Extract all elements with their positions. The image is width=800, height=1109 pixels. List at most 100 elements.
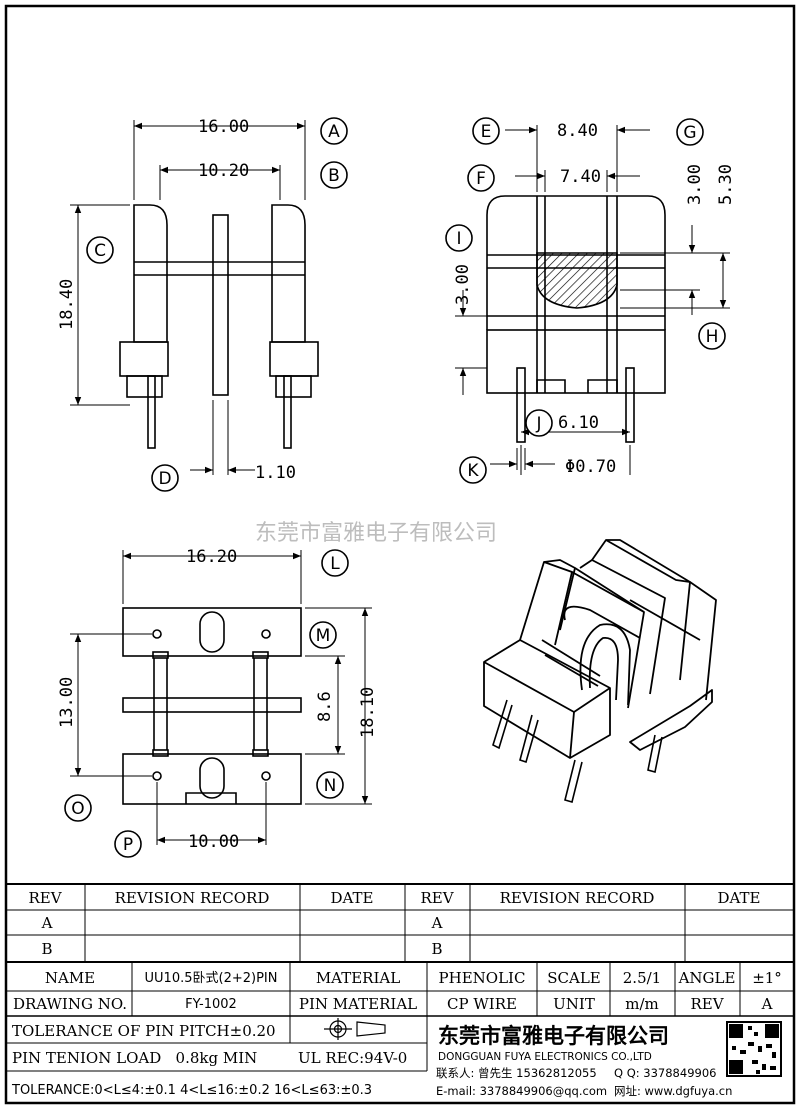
label-m-text: M <box>316 626 331 646</box>
label-i-text: I <box>456 229 461 249</box>
company-name: 东莞市富雅电子有限公司 <box>438 1024 669 1048</box>
unit-label: UNIT <box>553 995 595 1013</box>
date-header-right: DATE <box>718 889 761 907</box>
isometric-pins <box>492 699 663 803</box>
label-l-text: L <box>330 554 340 574</box>
label-h <box>698 322 726 350</box>
dim-side-pin-dia: Φ0.70 <box>565 457 616 477</box>
dim-side-lower: 3.00 <box>453 264 473 305</box>
label-b-text: B <box>328 166 340 186</box>
drawing-no-value: FY-1002 <box>185 997 237 1012</box>
drawing-no-label: DRAWING NO. <box>13 995 127 1013</box>
label-p <box>114 830 142 858</box>
label-n <box>316 771 344 799</box>
label-d <box>151 464 179 492</box>
ul-rec: UL REC:94V-0 <box>298 1049 407 1067</box>
tolerance-pitch: TOLERANCE OF PIN PITCH±0.20 <box>12 1022 276 1040</box>
dim-side-top: 8.40 <box>557 121 598 141</box>
label-d-text: D <box>158 469 171 489</box>
tolerance-ranges: TOLERANCE:0<L≤4:±0.1 4<L≤16:±0.2 16<L≤63… <box>11 1083 372 1098</box>
rev-row-a-right: A <box>431 914 443 932</box>
dim-front-inner-width: 10.20 <box>198 161 249 181</box>
label-g-text: G <box>683 123 696 143</box>
rev-header-right: REV <box>420 889 454 907</box>
dim-side-inner: 7.40 <box>560 167 601 187</box>
label-f <box>467 164 495 192</box>
label-k-text: K <box>467 461 479 481</box>
watermark-text: 东莞市富雅电子有限公司 <box>255 521 497 546</box>
front-view-dimensions <box>70 120 306 475</box>
label-e <box>472 117 500 145</box>
label-g <box>676 118 704 146</box>
label-o-text: O <box>71 799 84 819</box>
label-i <box>445 224 473 252</box>
revision-record-header-left: REVISION RECORD <box>115 889 270 907</box>
label-c-text: C <box>94 241 106 261</box>
material-label: MATERIAL <box>316 969 400 987</box>
angle-value: ±1° <box>752 969 782 987</box>
dim-bottom-pitch-y: 13.00 <box>57 677 77 728</box>
rev-row-b-left: B <box>41 940 52 958</box>
label-n-text: N <box>324 776 337 796</box>
label-j-text: J <box>535 414 541 434</box>
side-section-hatch <box>536 252 618 309</box>
label-a <box>320 117 348 145</box>
circle-labels <box>64 117 726 858</box>
label-f-text: F <box>476 169 486 189</box>
dim-front-flange: 1.10 <box>255 463 296 483</box>
material-value: PHENOLIC <box>439 969 526 987</box>
dim-front-height: 18.40 <box>57 279 77 330</box>
dim-bottom-pitch-x: 10.00 <box>188 832 239 852</box>
company-qq: Q Q: 3378849906 <box>614 1066 716 1080</box>
dim-side-depth: 5.30 <box>716 164 736 205</box>
company-english: DONGGUAN FUYA ELECTRONICS CO.,LTD <box>438 1051 652 1063</box>
bottom-view <box>122 607 302 805</box>
side-view-dimensions <box>455 125 730 475</box>
rev-label: REV <box>690 995 724 1013</box>
side-view <box>486 195 666 443</box>
angle-label: ANGLE <box>678 969 736 987</box>
dim-side-pin-span: 6.10 <box>558 413 599 433</box>
rev-value: A <box>761 995 773 1013</box>
name-label: NAME <box>45 969 95 987</box>
dim-bottom-total-y: 18.10 <box>358 687 378 738</box>
unit-value: m/m <box>625 995 659 1013</box>
front-view <box>119 204 319 449</box>
dim-bottom-width: 16.20 <box>186 547 237 567</box>
label-a-text: A <box>328 122 340 142</box>
pin-material-value: CP WIRE <box>447 995 517 1013</box>
qr-code <box>726 1021 782 1077</box>
revision-record-header-right: REVISION RECORD <box>500 889 655 907</box>
dim-bottom-inner: 8.6 <box>315 691 335 722</box>
scale-value: 2.5/1 <box>623 969 661 987</box>
rev-row-a-left: A <box>41 914 53 932</box>
rev-row-b-right: B <box>431 940 442 958</box>
label-k <box>459 456 487 484</box>
bottom-view-dimensions <box>70 550 372 845</box>
scale-label: SCALE <box>547 969 601 987</box>
drawing-border <box>4 4 796 1105</box>
title-block-grid <box>6 883 794 1072</box>
rev-header-left: REV <box>28 889 62 907</box>
label-m <box>309 621 337 649</box>
label-p-text: P <box>123 835 133 855</box>
dim-side-window: 3.00 <box>685 164 705 205</box>
label-b <box>320 161 348 189</box>
pin-material-label: PIN MATERIAL <box>299 995 417 1013</box>
dim-front-total-width: 16.00 <box>198 117 249 137</box>
projection-symbol <box>324 1018 386 1040</box>
isometric-view <box>483 539 717 759</box>
label-j <box>525 409 553 437</box>
company-website: 网址: www.dgfuya.cn <box>614 1084 732 1098</box>
label-e-text: E <box>481 122 492 142</box>
pin-tension: PIN TENION LOAD 0.8kg MIN <box>12 1049 257 1067</box>
company-email: E-mail: 3378849906@qq.com <box>436 1084 607 1098</box>
name-value: UU10.5卧式(2+2)PIN <box>145 971 278 986</box>
label-l <box>321 549 349 577</box>
label-c <box>86 236 114 264</box>
company-contact: 联系人: 曾先生 15362812055 <box>436 1066 597 1080</box>
date-header-left: DATE <box>331 889 374 907</box>
label-o <box>64 794 92 822</box>
label-h-text: H <box>706 327 719 347</box>
